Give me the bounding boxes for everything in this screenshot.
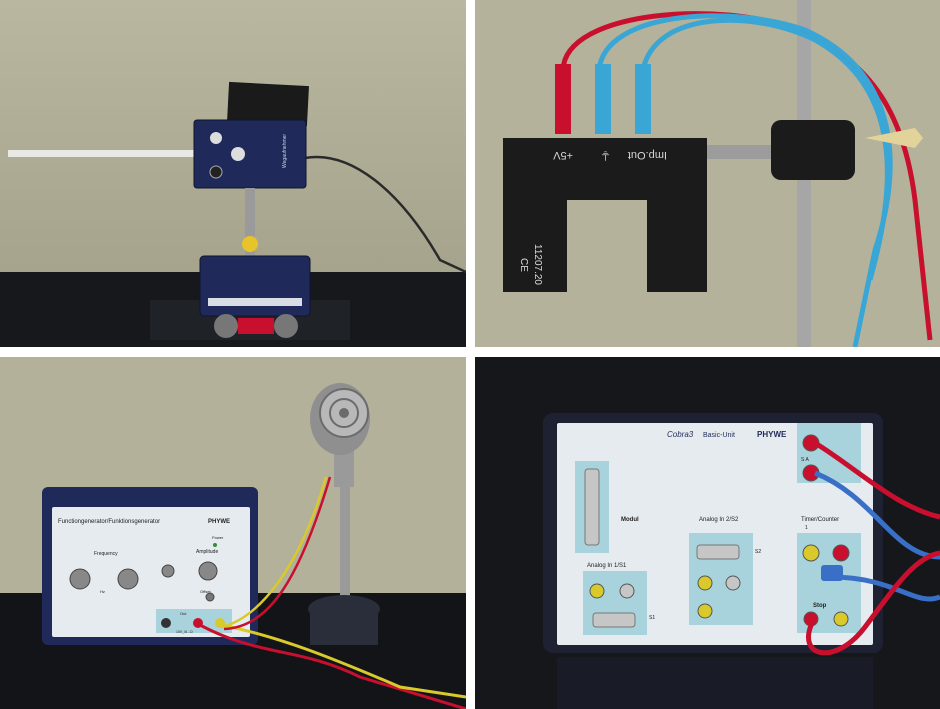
panel-function-generator: Functiongenerator/Funktionsgenerator PHY… — [0, 357, 466, 709]
cart-red-part — [238, 318, 274, 334]
plug-blue-1 — [595, 64, 611, 134]
out-label: Out — [180, 611, 187, 616]
frequency-label: Frequency — [94, 551, 118, 557]
stop-label: Stop — [813, 603, 827, 609]
post — [245, 188, 255, 258]
panel-light-barrier: +5V ⏚ Imp.Out CE 11207.20 — [475, 0, 940, 347]
modul-connector[interactable] — [584, 468, 600, 546]
cable-yellow-2 — [221, 476, 328, 629]
sensor-knob-2 — [231, 147, 245, 161]
cable-red-2 — [806, 550, 940, 656]
blue-plug — [821, 565, 843, 581]
amplitude-knob[interactable] — [198, 561, 218, 581]
clamp-screw — [242, 236, 258, 252]
port-label-imp-out: Imp.Out — [628, 149, 667, 161]
part-number: 11207.20 — [532, 244, 543, 285]
waveform-knob[interactable] — [161, 564, 175, 578]
cable-red-2 — [223, 476, 332, 631]
analog2-label: Analog In 2/S2 — [699, 517, 739, 523]
plug-blue-2 — [635, 64, 651, 134]
generator-brand: PHYWE — [208, 519, 230, 525]
stop-socket-yellow[interactable] — [833, 611, 849, 627]
analog1-label: Analog In 1/S1 — [587, 563, 627, 569]
wheel-right — [274, 314, 298, 338]
power-led — [213, 543, 217, 547]
rod — [8, 150, 208, 157]
analog2-socket-gray[interactable] — [725, 575, 741, 591]
cart — [199, 255, 311, 317]
device-label: Wegaufnehmer — [282, 134, 288, 168]
speaker-stand — [340, 487, 350, 607]
sa-label: S A — [801, 457, 809, 463]
unit-title: Basic-Unit — [703, 432, 735, 439]
analog2-socket-yellow-plus[interactable] — [697, 575, 713, 591]
plug-red — [555, 64, 571, 134]
cobra3-scene: Cobra3 Basic-Unit PHYWE Modul Analog In … — [475, 357, 940, 709]
amplitude-label: Amplitude — [196, 549, 218, 555]
modul-label: Modul — [621, 517, 639, 523]
sensor-cable — [304, 155, 466, 274]
generator-face — [52, 507, 250, 637]
clamp — [771, 120, 855, 180]
timer-socket-1[interactable] — [802, 544, 820, 562]
wheel-left — [214, 314, 238, 338]
hz-label: Hz — [100, 589, 105, 594]
panel-cobra3-unit: Cobra3 Basic-Unit PHYWE Modul Analog In … — [475, 357, 940, 709]
reflection — [557, 657, 873, 709]
timer-socket-2[interactable] — [832, 544, 850, 562]
ce-mark: CE — [518, 258, 529, 272]
function-generator-scene: Functiongenerator/Funktionsgenerator PHY… — [0, 357, 466, 709]
light-barrier-scene: +5V ⏚ Imp.Out CE 11207.20 — [475, 0, 940, 347]
plug-tip — [865, 128, 923, 148]
timer-label: Timer/Counter — [801, 517, 839, 523]
offset-label: Offset — [200, 589, 211, 594]
cable-yellow-1 — [221, 623, 466, 699]
analog2-socket-yellow-minus[interactable] — [697, 603, 713, 619]
s2-connector[interactable] — [696, 544, 740, 560]
frequency-range-knob[interactable] — [69, 568, 91, 590]
port-label-5v: +5V — [552, 149, 573, 161]
out-sub-label: 10V_/6...Ω — [176, 630, 193, 634]
fork-sensor — [503, 138, 707, 292]
sensor-knob — [210, 132, 222, 144]
unit-brand: PHYWE — [757, 430, 787, 439]
power-label: Power — [212, 535, 224, 540]
sensor-box — [193, 119, 307, 189]
speaker-center — [339, 408, 349, 418]
port-label-ground: ⏚ — [600, 149, 611, 162]
speaker-holder — [334, 447, 354, 487]
motion-sensor-scene: Wegaufnehmer — [0, 0, 466, 347]
cobra3-logo: Cobra3 — [667, 430, 694, 439]
frequency-fine-knob[interactable] — [117, 568, 139, 590]
generator-title: Functiongenerator/Funktionsgenerator — [58, 519, 160, 525]
cable-blue-2 — [640, 17, 890, 281]
cable-blue-1 — [814, 470, 940, 560]
reflector-flag — [227, 81, 309, 127]
stand-foot — [310, 609, 378, 645]
speaker-grille-ring — [329, 398, 359, 428]
cable-red — [199, 623, 466, 709]
out-socket[interactable] — [161, 618, 171, 628]
analog1-socket-gray[interactable] — [619, 583, 635, 599]
s1-label: S1 — [649, 615, 655, 621]
cable-red-1 — [813, 440, 940, 520]
cable-blue-2 — [830, 574, 940, 602]
panel-motion-sensor: Wegaufnehmer — [0, 0, 466, 347]
timer-sub: 1 — [805, 525, 808, 531]
analog1-socket-yellow[interactable] — [589, 583, 605, 599]
offset-knob[interactable] — [205, 592, 215, 602]
s2-label: S2 — [755, 549, 761, 555]
cart-label — [208, 298, 302, 306]
sensor-socket — [209, 165, 223, 179]
s1-connector[interactable] — [592, 612, 636, 628]
